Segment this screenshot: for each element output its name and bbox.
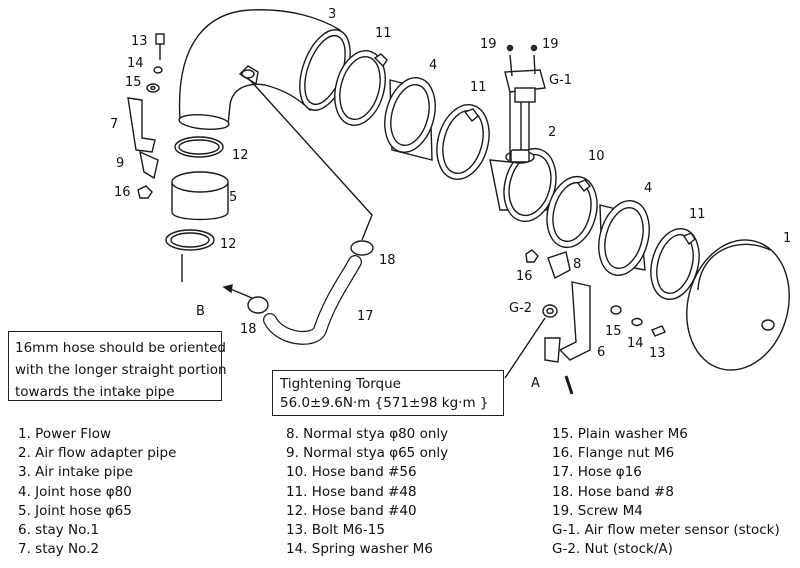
joint-hose-4-upper [384,77,436,161]
legend-column-2: 8. Normal stya φ80 only 9. Normal stya φ… [286,425,448,559]
callout-5: 5 [229,190,238,205]
power-flow-filter [686,239,790,371]
left-hardware [127,33,165,199]
callout-15-right: 15 [605,324,622,339]
callout-18-upper: 18 [379,253,396,268]
callout-7: 7 [110,117,119,132]
callout-9: 9 [116,156,125,171]
legend-item: 2. Air flow adapter pipe [18,445,177,462]
legend-item: 12. Hose band #40 [286,502,417,519]
callout-16-right: 16 [516,269,533,284]
note-line-2: with the longer straight portion [15,362,227,378]
legend-item: 17. Hose φ16 [552,464,642,481]
callout-18-lower: 18 [240,322,257,337]
legend-item: 18. Hose band #8 [552,483,674,500]
air-intake-pipe [178,9,351,131]
callout-g1: G-1 [549,73,573,88]
legend-item: 10. Hose band #56 [286,464,417,481]
callout-13-left: 13 [131,34,148,49]
legend-item: 11. Hose band #48 [286,483,417,500]
legend-item: 7. stay No.2 [18,541,100,558]
callout-2: 2 [548,125,557,140]
legend-item: 3. Air intake pipe [18,464,134,481]
hose-orientation-note: 16mm hose should be oriented with the lo… [8,331,227,401]
callout-12-lower: 12 [220,237,237,252]
callout-3: 3 [328,7,337,22]
note-line-3: towards the intake pipe [15,384,175,400]
legend-item: 19. Screw M4 [552,502,643,519]
torque-value: 56.0±9.6N·m {571±98 kg·m } [280,395,489,411]
callout-14-left: 14 [127,56,144,71]
callout-a: A [531,376,540,391]
legend-column-1: 1. Power Flow 2. Air flow adapter pipe 3… [18,425,176,559]
callout-4-lower: 4 [644,181,653,196]
air-flow-meter-sensor [504,44,546,150]
hose-band-11-lower [650,228,700,300]
callout-1: 1 [783,231,792,246]
callout-19-left: 19 [480,37,497,52]
arrow-b-head [222,284,233,294]
legend-item: G-2. Nut (stock/A) [552,541,673,558]
legend-item: 1. Power Flow [18,426,112,442]
torque-title: Tightening Torque [280,376,401,392]
legend-item: 13. Bolt M6-15 [286,522,385,539]
callout-8: 8 [573,257,582,272]
joint-hose-4-lower [598,200,650,276]
callout-10: 10 [588,149,605,164]
callout-14-right: 14 [627,336,644,351]
hose-band-12-lower [165,229,215,251]
legend-column-3: 15. Plain washer M6 16. Flange nut M6 17… [552,425,780,559]
note-line-1: 16mm hose should be oriented [15,340,226,356]
callout-19-right: 19 [542,37,559,52]
hose-band-10 [546,175,598,249]
legend-item: 9. Normal stya φ65 only [286,445,449,462]
legend-item: G-1. Air flow meter sensor (stock) [552,522,780,539]
callout-11-mid: 11 [470,80,487,95]
hose-band-18-lower [247,296,269,314]
leader-g2 [504,317,546,379]
callout-11-upper: 11 [375,26,392,41]
hose-band-18-upper [350,240,374,256]
legend-item: 16. Flange nut M6 [552,445,675,462]
joint-hose-5 [171,171,229,221]
callout-13-right: 13 [649,346,666,361]
legend-item: 15. Plain washer M6 [552,426,688,442]
callout-12-upper: 12 [232,148,249,163]
hose-band-12-upper [174,136,224,158]
callout-11-lower: 11 [689,207,706,222]
callout-b: B [196,304,205,319]
callout-15-left: 15 [125,75,142,90]
legend-item: 6. stay No.1 [18,522,100,539]
hose-17 [263,255,362,345]
tightening-torque-box: Tightening Torque 56.0±9.6N·m {571±98 kg… [272,370,504,416]
callout-6: 6 [597,345,606,360]
hose-band-11-upper [334,50,388,126]
callout-17: 17 [357,309,374,324]
right-hardware [525,249,666,395]
callout-g2: G-2 [509,301,533,316]
legend-item: 4. Joint hose φ80 [18,483,132,500]
leader-nipple [249,79,373,241]
hose-band-11-mid [436,104,490,180]
legend-item: 14. Spring washer M6 [286,541,433,558]
callout-16-left: 16 [114,185,131,200]
callout-4-upper: 4 [429,58,438,73]
legend-item: 8. Normal stya φ80 only [286,426,449,442]
legend-item: 5. Joint hose φ65 [18,502,132,519]
